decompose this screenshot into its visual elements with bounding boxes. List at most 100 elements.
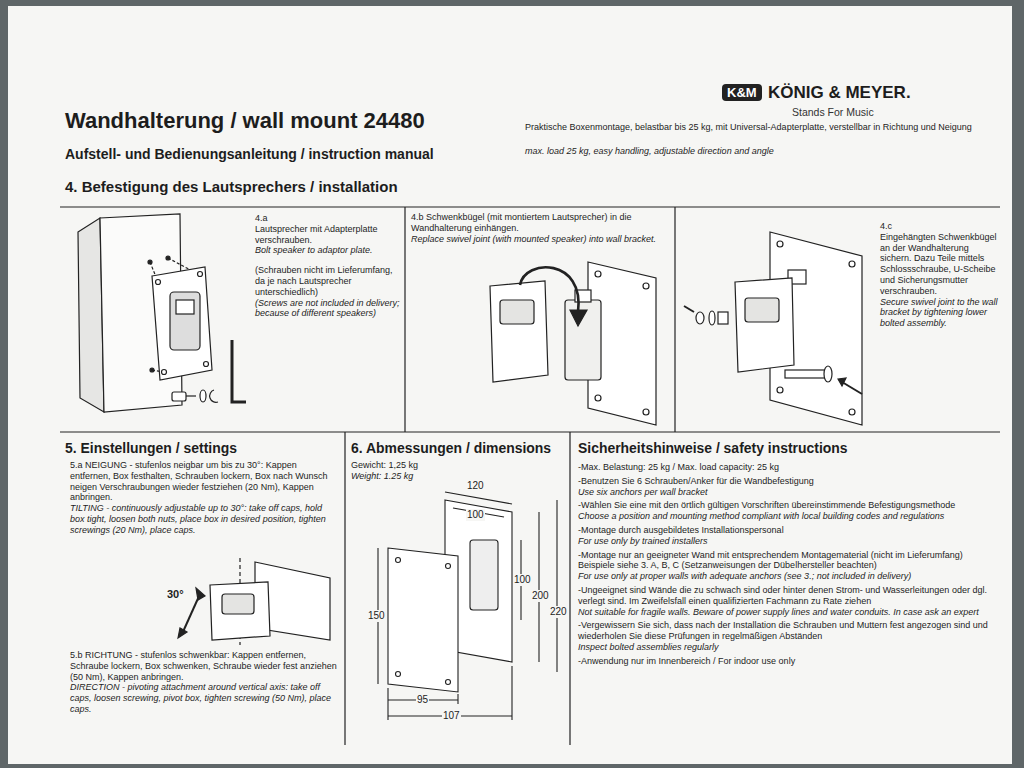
text-column: 4.aLautsprecher mit Adapterplatte versch… bbox=[255, 213, 400, 319]
instruction-text: 4.a bbox=[255, 213, 400, 224]
instruction-text: Eingehängten Schwenkbügel an der Wandhal… bbox=[880, 232, 998, 297]
product-description: max. load 25 kg, easy handling, adjustab… bbox=[525, 146, 1007, 157]
instruction-panel: 4.b Schwenkbügel (mit montiertem Lautspr… bbox=[405, 207, 675, 432]
dimension-value: 107 bbox=[442, 710, 461, 722]
adaptor-plate bbox=[150, 258, 212, 380]
dimension-value: 100 bbox=[466, 509, 485, 521]
instruction-panel: 6. Abmessungen / dimensionsGewicht: 1,25… bbox=[345, 432, 570, 745]
english-text: Secure swivel joint to the wall bracket … bbox=[880, 297, 998, 329]
instruction-text: -Max. Belastung: 25 kg / Max. load capac… bbox=[578, 462, 998, 473]
dimension-drawing-part bbox=[556, 500, 557, 672]
swivel-joint-part bbox=[595, 271, 601, 277]
swivel-joint-part bbox=[500, 300, 534, 324]
adaptor-plate-part bbox=[176, 300, 194, 314]
text-column: 5. Einstellungen / settings bbox=[65, 440, 340, 456]
bolted-assembly-part bbox=[849, 261, 855, 267]
product-description: Praktische Boxenmontage, belastbar bis 2… bbox=[525, 122, 1007, 133]
panel-divider-part bbox=[404, 207, 405, 432]
english-text: Bolt speaker to adaptor plate. bbox=[255, 245, 400, 256]
dimension-drawing bbox=[378, 492, 557, 720]
adaptor-plate-part bbox=[162, 370, 167, 375]
english-text: TILTING - continuously adjustable up to … bbox=[70, 503, 338, 535]
bolted-assembly-part bbox=[745, 298, 779, 322]
adaptor-plate-part bbox=[152, 267, 212, 380]
dimension-drawing-part bbox=[387, 688, 388, 720]
dimension-drawing-part bbox=[538, 512, 539, 662]
bolted-assembly-part bbox=[684, 306, 694, 312]
english-text: Use six anchors per wall bracket bbox=[578, 487, 998, 498]
dimension-drawing-part bbox=[446, 564, 451, 569]
dimension-drawing-part bbox=[511, 666, 512, 720]
swivel-joint-part bbox=[490, 281, 548, 382]
bolted-assembly-part bbox=[785, 370, 825, 378]
swivel-joint-part bbox=[643, 409, 649, 415]
instruction-panel: 4.aLautsprecher mit Adapterplatte versch… bbox=[60, 207, 405, 432]
dimension-value: 200 bbox=[531, 590, 550, 602]
panel-divider bbox=[60, 207, 1000, 745]
instruction-text: Gewicht: 1,25 kg bbox=[351, 460, 566, 471]
bolted-assembly-part bbox=[777, 241, 783, 247]
panel-divider-part bbox=[60, 206, 1000, 207]
instruction-text: -Anwendung nur im Innenbereich / For ind… bbox=[578, 656, 998, 667]
text-column: 4.cEingehängten Schwenkbügel an der Wand… bbox=[880, 221, 998, 329]
instruction-text: Lautsprecher mit Adapterplatte verschrau… bbox=[255, 224, 400, 246]
bolted-assembly-part bbox=[777, 387, 783, 393]
instruction-text: 5.b RICHTUNG - stufenlos schwenkbar: Kap… bbox=[70, 650, 338, 682]
instruction-text: -Wählen Sie eine mit den örtlich gültige… bbox=[578, 500, 998, 511]
panel-divider-part bbox=[344, 432, 345, 745]
brand-slogan: Stands For Music bbox=[792, 106, 874, 118]
bolted-assembly bbox=[684, 232, 862, 425]
swivel-joint bbox=[490, 262, 656, 425]
instruction-panel: 5. Einstellungen / settings5.a NEIGUNG -… bbox=[60, 432, 345, 745]
text-column: Sicherheitshinweise / safety instruction… bbox=[578, 440, 998, 667]
adaptor-plate-part bbox=[170, 292, 200, 350]
bolted-assembly-part bbox=[842, 382, 862, 394]
english-text: Not suitable for fragile walls. Beware o… bbox=[578, 607, 998, 618]
text-column: 5.b RICHTUNG - stufenlos schwenkbar: Kap… bbox=[70, 650, 338, 715]
dimension-value: 220 bbox=[549, 606, 568, 618]
screw-and-key-part bbox=[186, 395, 196, 396]
english-text: (Screws are not included in delivery; be… bbox=[255, 298, 400, 320]
instruction-panel: Sicherheitshinweise / safety instruction… bbox=[570, 432, 1005, 745]
tilt-drawing bbox=[178, 558, 330, 645]
english-text: DIRECTION - pivoting attachment around v… bbox=[70, 682, 338, 714]
tilt-drawing-part bbox=[182, 594, 200, 634]
screw-and-key bbox=[172, 340, 246, 402]
text-column: 6. Abmessungen / dimensionsGewicht: 1,25… bbox=[351, 440, 566, 482]
instruction-text: 4.b Schwenkbügel (mit montiertem Lautspr… bbox=[411, 212, 669, 234]
dimension-drawing-part bbox=[470, 540, 498, 610]
bolted-assembly-part bbox=[735, 278, 794, 372]
dimension-value: 95 bbox=[416, 694, 429, 706]
english-text: For use only at proper walls with adequa… bbox=[578, 571, 998, 582]
screw-and-key-part bbox=[200, 390, 206, 402]
instruction-text: -Montage durch ausgebildetes Installatio… bbox=[578, 525, 998, 536]
instruction-text: -Vergewissern Sie sich, dass nach der In… bbox=[578, 620, 998, 642]
page-title: Wandhalterung / wall mount 24480 bbox=[65, 108, 425, 134]
instruction-text: -Benutzen Sie 6 Schrauben/Anker für die … bbox=[578, 476, 998, 487]
dimension-value: 120 bbox=[466, 480, 485, 492]
tilt-drawing-part bbox=[222, 594, 254, 614]
instruction-text: -Montage nur an geeigneter Wand mit ents… bbox=[578, 550, 998, 572]
bolted-assembly-part bbox=[696, 312, 704, 324]
english-text: Choose a position and mounting method co… bbox=[578, 511, 998, 522]
adaptor-plate-part bbox=[156, 280, 161, 285]
bolted-assembly-part bbox=[849, 409, 855, 415]
swivel-joint-part bbox=[643, 283, 649, 289]
bolted-assembly-part bbox=[824, 366, 832, 382]
panel-divider-part bbox=[60, 431, 1000, 432]
instruction-text: 4.c bbox=[880, 221, 998, 232]
swivel-joint-part bbox=[565, 300, 601, 380]
dimension-value: 150 bbox=[367, 610, 386, 622]
dimension-value: 100 bbox=[513, 574, 532, 586]
english-text: For use only by trained installers bbox=[578, 536, 998, 547]
text-column: 4.b Schwenkbügel (mit montiertem Lautspr… bbox=[411, 212, 669, 244]
swivel-joint-part bbox=[520, 267, 579, 312]
section-heading: 4. Befestigung des Lautsprechers / insta… bbox=[65, 178, 398, 195]
dimension-drawing-part bbox=[396, 558, 401, 563]
dimension-drawing-part bbox=[445, 492, 512, 504]
english-text: Replace swivel joint (with mounted speak… bbox=[411, 234, 669, 245]
logo-mark: K&M bbox=[722, 84, 762, 101]
panel-heading: 5. Einstellungen / settings bbox=[65, 440, 340, 456]
adaptor-plate-part bbox=[198, 272, 203, 277]
